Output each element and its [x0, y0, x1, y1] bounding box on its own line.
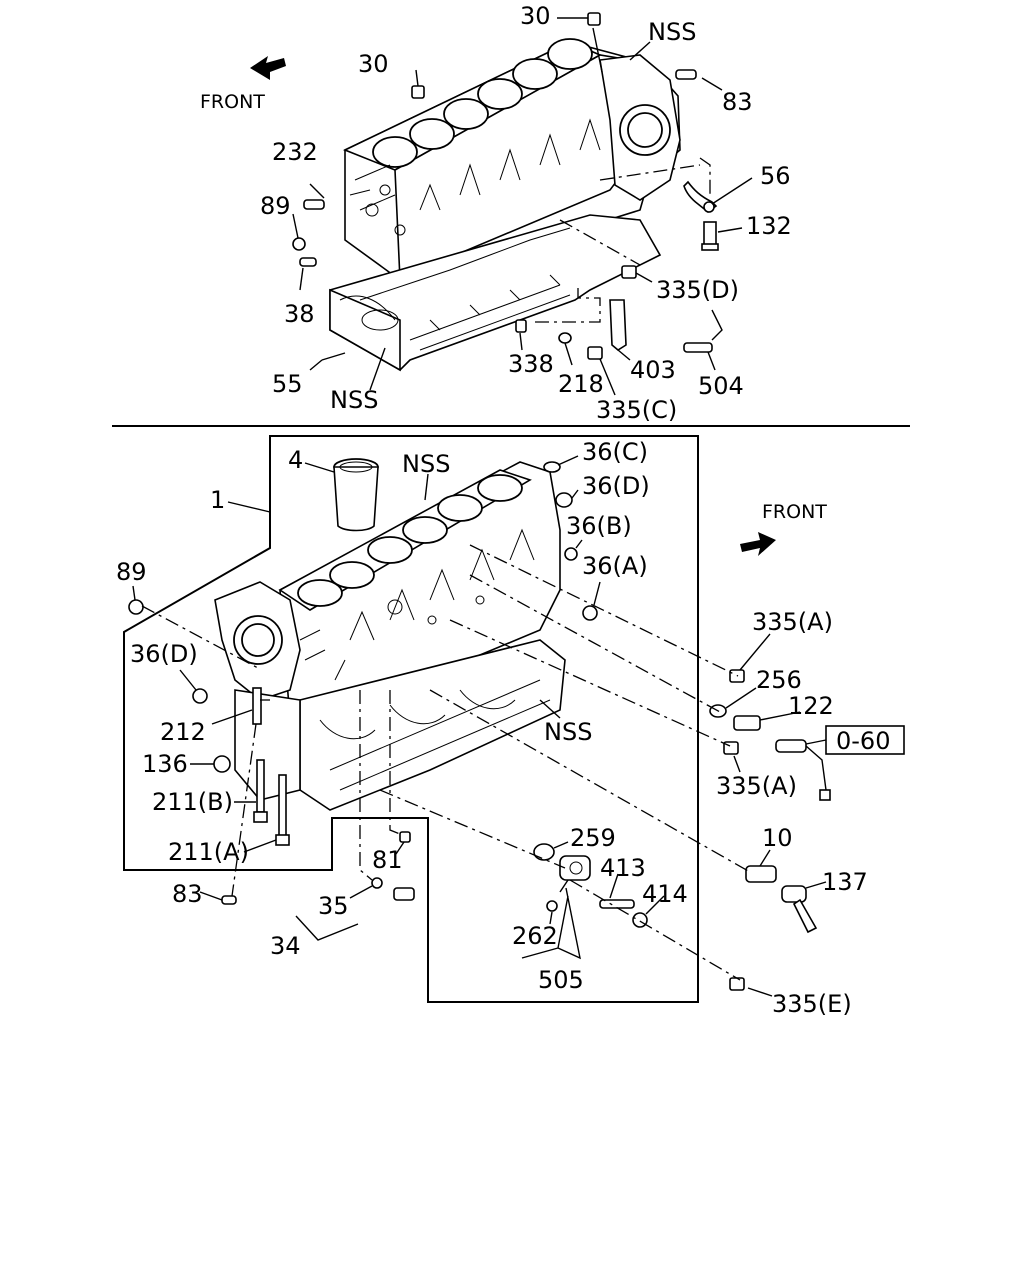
pin-83-upper — [675, 69, 697, 80]
bolt-335c — [587, 346, 603, 360]
label-10: 10 — [762, 824, 793, 852]
bolt-211b — [256, 759, 265, 813]
label-36c: 36(C) — [582, 438, 648, 466]
stud-504 — [683, 342, 713, 353]
plug-36b — [564, 547, 578, 561]
plug-89-lower — [128, 599, 144, 615]
lower-crankcase — [234, 639, 566, 811]
pin-83-lower — [221, 895, 237, 905]
bolt-335d — [621, 265, 637, 279]
label-36d-left: 36(D) — [130, 640, 198, 668]
bolt-211a — [278, 774, 287, 838]
label-132: 132 — [746, 212, 792, 240]
label-335d: 335(D) — [656, 276, 739, 304]
gasket-259 — [533, 843, 555, 861]
lower-cylinder-block — [214, 461, 561, 762]
label-0-60: 0-60 — [836, 727, 890, 755]
washer-218 — [558, 332, 572, 344]
label-89-lower: 89 — [116, 558, 147, 586]
jet-34 — [393, 887, 415, 901]
label-36b: 36(B) — [566, 512, 632, 540]
label-413: 413 — [600, 854, 646, 882]
plug-338 — [515, 319, 527, 333]
front-arrow-icon-lower — [740, 532, 776, 556]
label-262: 262 — [512, 922, 558, 950]
sensor-0-60 — [775, 739, 831, 801]
nut-414 — [632, 912, 648, 928]
pin-38 — [299, 257, 317, 267]
label-218: 218 — [558, 370, 604, 398]
label-137: 137 — [822, 868, 868, 896]
bolt-132 — [703, 221, 717, 247]
plug-36d-right — [555, 492, 573, 508]
label-414: 414 — [642, 880, 688, 908]
bracket-403 — [609, 299, 627, 351]
plug-36a — [582, 605, 598, 621]
oring-35 — [371, 877, 383, 889]
cylinder-liner-4 — [333, 458, 379, 532]
pin-212 — [252, 687, 262, 725]
label-335a-1: 335(A) — [752, 608, 833, 636]
label-211a: 211(A) — [168, 838, 249, 866]
label-83-upper: 83 — [722, 88, 753, 116]
label-nss-bottom: NSS — [330, 386, 378, 414]
bolt-335e — [729, 977, 745, 991]
front-label-lower: FRONT — [762, 501, 827, 523]
label-335a-2: 335(A) — [716, 772, 797, 800]
assembly-boundary — [123, 435, 699, 1003]
label-34: 34 — [270, 932, 301, 960]
nut-262 — [546, 900, 558, 912]
label-30-left: 30 — [358, 50, 389, 78]
label-nss-lower-top: NSS — [402, 450, 450, 478]
label-nss-top: NSS — [648, 18, 696, 46]
label-505: 505 — [538, 966, 584, 994]
front-arrow-icon — [250, 56, 286, 80]
label-89-upper: 89 — [260, 192, 291, 220]
label-259: 259 — [570, 824, 616, 852]
label-83-lower: 83 — [172, 880, 203, 908]
switch-137 — [781, 885, 818, 934]
tensioner-505 — [559, 855, 591, 893]
union-122 — [733, 715, 761, 731]
upper-crankcase — [329, 214, 662, 372]
label-36d-right: 36(D) — [582, 472, 650, 500]
label-335e: 335(E) — [772, 990, 852, 1018]
plug-36c — [543, 461, 561, 473]
label-81: 81 — [372, 846, 403, 874]
label-38: 38 — [284, 300, 315, 328]
label-211b: 211(B) — [152, 788, 233, 816]
plug-36d-left — [192, 688, 208, 704]
label-36a: 36(A) — [582, 552, 648, 580]
label-35: 35 — [318, 892, 349, 920]
plug-81 — [399, 831, 411, 843]
label-232: 232 — [272, 138, 318, 166]
stud-413 — [599, 899, 635, 909]
label-nss-lower-mid: NSS — [544, 718, 592, 746]
label-56: 56 — [760, 162, 791, 190]
label-504: 504 — [698, 372, 744, 400]
label-403: 403 — [630, 356, 676, 384]
plug-136 — [213, 755, 231, 773]
label-55: 55 — [272, 370, 303, 398]
label-335c: 335(C) — [596, 396, 677, 424]
label-1: 1 — [210, 486, 225, 514]
label-338: 338 — [508, 350, 554, 378]
label-122: 122 — [788, 692, 834, 720]
plug-30-left — [411, 85, 425, 99]
label-212: 212 — [160, 718, 206, 746]
plug-89-upper — [292, 237, 306, 251]
label-30-top: 30 — [520, 2, 551, 30]
adapter-10 — [745, 865, 777, 883]
stud-232 — [303, 199, 325, 210]
lower-diagram: FRONT — [116, 435, 905, 1018]
upper-diagram: FRONT — [200, 2, 792, 424]
label-4: 4 — [288, 446, 303, 474]
label-256: 256 — [756, 666, 802, 694]
front-label: FRONT — [200, 91, 265, 113]
ref-box-0-60 — [825, 725, 905, 755]
label-136: 136 — [142, 750, 188, 778]
plug-30-top — [587, 12, 601, 26]
